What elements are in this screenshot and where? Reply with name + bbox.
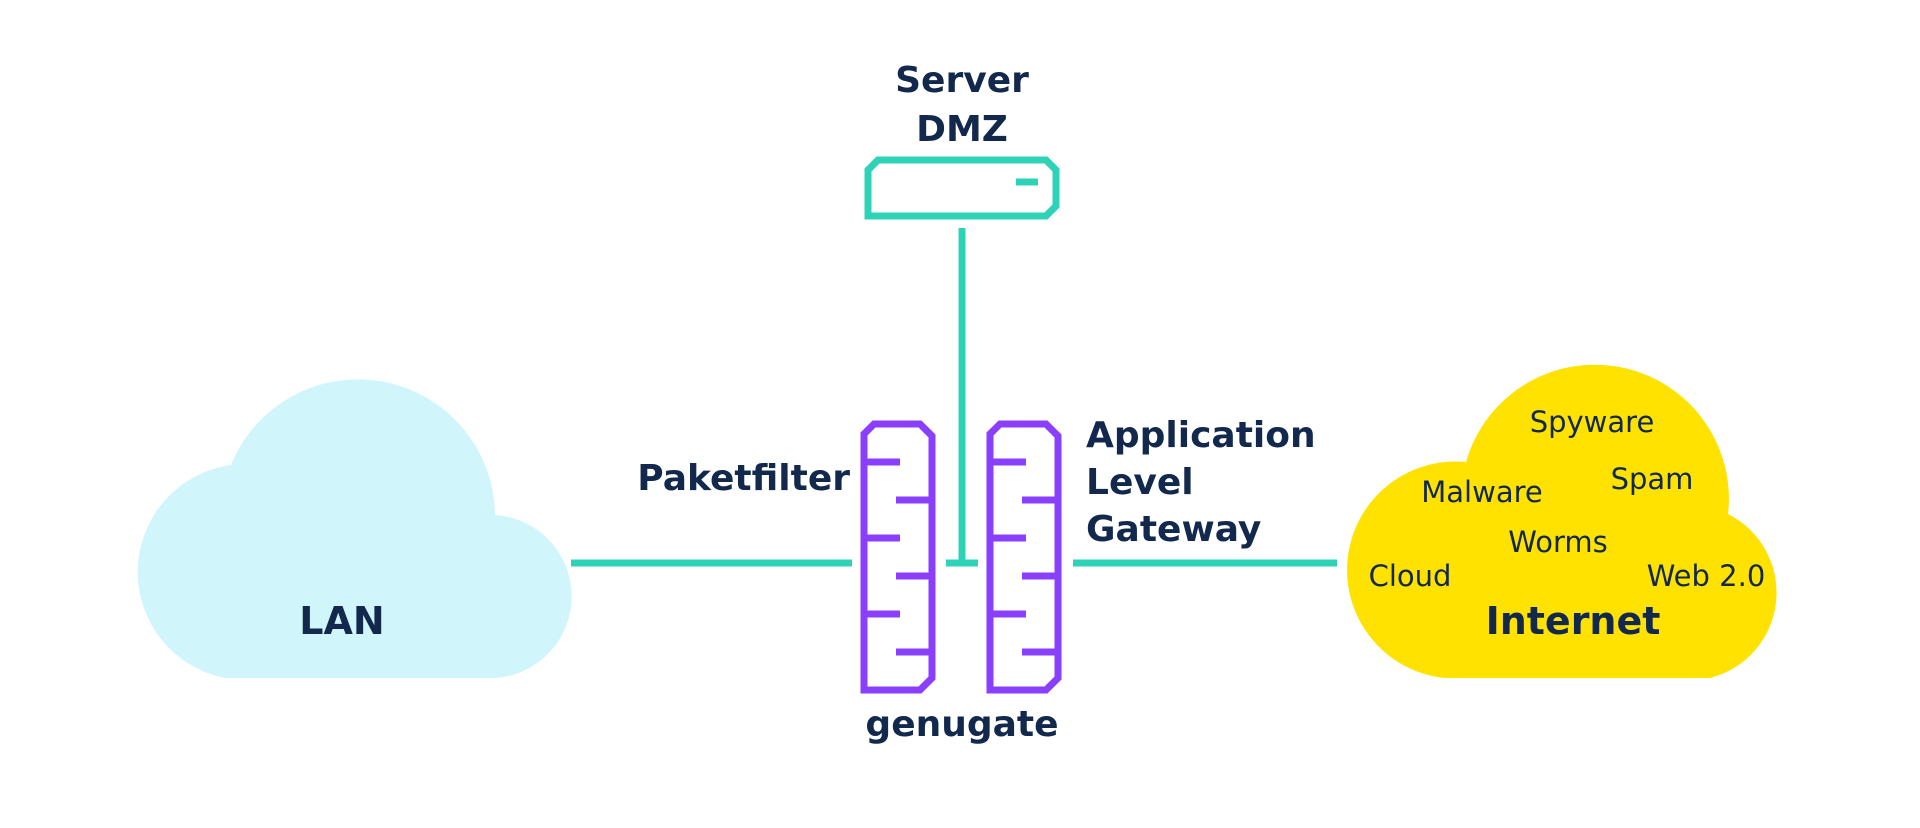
alg-label-line1: Application <box>1086 415 1316 456</box>
internet-cloud-shape <box>1347 364 1777 678</box>
alg-label-line2: Level <box>1086 462 1194 503</box>
application-level-gateway <box>986 420 1062 694</box>
internet-cloud: Spyware Spam Malware Worms Cloud Web 2.0… <box>1347 364 1777 678</box>
alg-firewall-icon <box>986 420 1062 694</box>
dmz-label: DMZ <box>916 109 1008 150</box>
connections <box>571 228 1337 567</box>
lan-cloud: LAN <box>137 379 572 679</box>
lan-cloud-shape <box>137 379 572 679</box>
packet-filter-label: Paketfilter <box>637 458 850 499</box>
threat-web20: Web 2.0 <box>1647 559 1766 593</box>
threat-spam: Spam <box>1611 462 1694 496</box>
threat-spyware: Spyware <box>1530 405 1655 439</box>
alg-label-line3: Gateway <box>1086 509 1261 550</box>
packet-filter-firewall-icon <box>860 420 936 694</box>
server-icon <box>864 156 1060 220</box>
dmz-server: Server DMZ <box>864 60 1060 220</box>
packet-filter-bricks <box>864 458 932 656</box>
packet-filter <box>860 420 936 694</box>
internet-label: Internet <box>1486 599 1661 643</box>
threat-cloud: Cloud <box>1369 559 1452 593</box>
alg-bricks <box>990 458 1058 656</box>
genugate-label: genugate <box>865 704 1058 745</box>
server-label: Server <box>895 60 1029 101</box>
lan-label: LAN <box>299 599 384 643</box>
threat-worms: Worms <box>1508 525 1608 559</box>
threat-malware: Malware <box>1421 475 1542 509</box>
